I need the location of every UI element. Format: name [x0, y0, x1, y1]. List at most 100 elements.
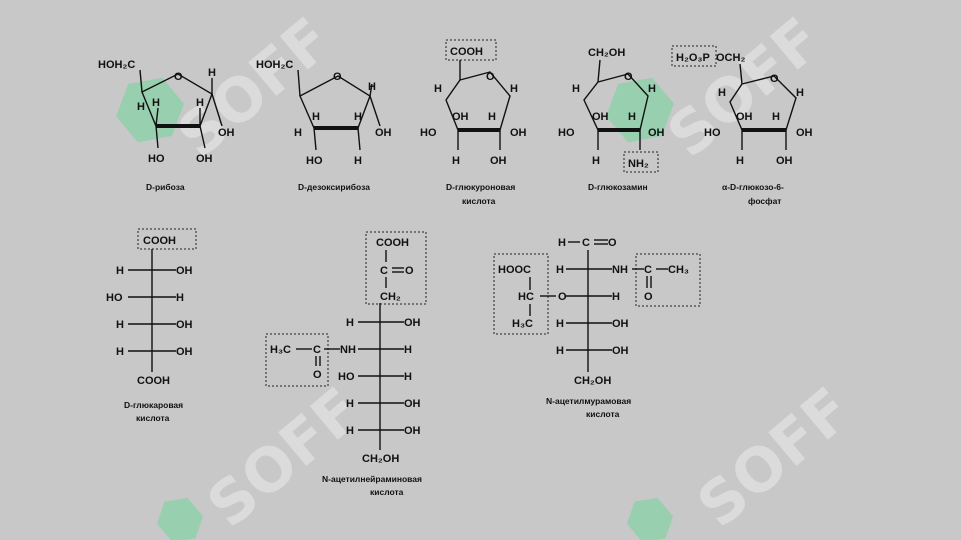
svg-text:OH: OH: [404, 425, 421, 437]
watermark-text: SOFF: [685, 375, 865, 540]
svg-text:CH₂: CH₂: [380, 291, 401, 303]
svg-text:O: O: [644, 291, 653, 303]
glucaric-structure: COOH H OH HO H H OH H OH COOH D-глюкаров…: [106, 228, 197, 423]
glucose-phosphate-structure: H₂O₃P OCH₂ O H H OH H HO OH H OH α-D-глю…: [671, 45, 813, 206]
svg-text:OH: OH: [648, 127, 665, 139]
svg-text:H: H: [346, 398, 354, 410]
svg-text:H: H: [354, 111, 362, 123]
svg-text:OCH₂: OCH₂: [716, 52, 745, 64]
ribose-caption: D-рибоза: [146, 182, 185, 192]
svg-text:N-ацетилнейраминовая: N-ацетилнейраминовая: [322, 474, 422, 484]
svg-text:HO: HO: [106, 292, 123, 304]
svg-text:H: H: [346, 425, 354, 437]
svg-text:CH₂OH: CH₂OH: [362, 453, 399, 465]
glucuronic-ring-structure: COOH O H H OH H HO OH H OH D-глюкуронова…: [420, 39, 527, 206]
deoxyribose-structure: HOH₂C O H OH H H H HO H D-дезоксирибоза: [256, 59, 392, 192]
svg-text:OH: OH: [490, 155, 507, 167]
muramic-structure: H C O H NH O H H OH H OH CH₂OH HOOC HC H…: [493, 237, 701, 419]
svg-text:OH: OH: [404, 398, 421, 410]
svg-text:OH: OH: [452, 111, 469, 123]
svg-text:H: H: [404, 371, 412, 383]
svg-text:HO: HO: [148, 153, 165, 165]
svg-text:H: H: [628, 111, 636, 123]
svg-text:CH₂OH: CH₂OH: [574, 375, 611, 387]
svg-text:COOH: COOH: [450, 46, 483, 58]
svg-text:H: H: [556, 318, 564, 330]
svg-text:O: O: [313, 369, 322, 381]
svg-text:H: H: [116, 346, 124, 358]
svg-text:OH: OH: [218, 127, 235, 139]
ribose-structure: HOH₂C O H OH H H H HO OH D-рибоза: [98, 59, 235, 192]
svg-text:H: H: [346, 317, 354, 329]
svg-text:O: O: [486, 71, 495, 83]
svg-text:O: O: [624, 71, 633, 83]
svg-text:OH: OH: [612, 318, 629, 330]
svg-text:кислота: кислота: [136, 413, 170, 423]
svg-text:H: H: [312, 111, 320, 123]
svg-text:C: C: [380, 265, 388, 277]
svg-text:HO: HO: [306, 155, 323, 167]
svg-text:OH: OH: [592, 111, 609, 123]
svg-text:H: H: [137, 101, 145, 113]
svg-text:HO: HO: [420, 127, 437, 139]
svg-text:H: H: [556, 264, 564, 276]
watermark-hex-icon: [626, 497, 674, 540]
svg-text:HC: HC: [518, 291, 534, 303]
svg-text:CH₂OH: CH₂OH: [588, 47, 625, 59]
svg-text:H: H: [294, 127, 302, 139]
svg-text:H: H: [572, 83, 580, 95]
svg-text:D-глюкаровая: D-глюкаровая: [124, 400, 183, 410]
svg-text:NH: NH: [340, 344, 356, 356]
watermark-text: SOFF: [655, 5, 835, 172]
svg-text:OH: OH: [404, 317, 421, 329]
ch2-group: HOH₂C: [98, 59, 135, 71]
svg-text:O: O: [608, 237, 617, 249]
svg-text:H: H: [488, 111, 496, 123]
svg-text:O: O: [770, 73, 779, 85]
watermark-hex-icon: [156, 497, 204, 540]
svg-text:H: H: [556, 345, 564, 357]
svg-text:HO: HO: [338, 371, 355, 383]
svg-text:HOOC: HOOC: [498, 264, 531, 276]
svg-text:OH: OH: [796, 127, 813, 139]
svg-text:H₃C: H₃C: [270, 344, 291, 356]
svg-text:H₃C: H₃C: [512, 318, 533, 330]
glucosamine-structure: CH₂OH O H H OH H HO OH H NH₂ D-глюкозами…: [558, 47, 665, 192]
svg-text:H: H: [176, 292, 184, 304]
svg-text:NH: NH: [612, 264, 628, 276]
svg-text:OH: OH: [176, 319, 193, 331]
svg-text:O: O: [405, 265, 414, 277]
svg-text:кислота: кислота: [586, 409, 620, 419]
svg-text:H: H: [354, 155, 362, 167]
svg-text:COOH: COOH: [376, 237, 409, 249]
svg-text:COOH: COOH: [137, 375, 170, 387]
svg-text:H: H: [558, 237, 566, 249]
svg-text:CH₃: CH₃: [668, 264, 689, 276]
svg-text:OH: OH: [612, 345, 629, 357]
svg-text:H: H: [772, 111, 780, 123]
svg-text:H: H: [612, 291, 620, 303]
svg-text:D-глюкуроновая: D-глюкуроновая: [446, 182, 515, 192]
svg-text:H: H: [434, 83, 442, 95]
svg-text:C: C: [582, 237, 590, 249]
svg-text:H₂O₃P: H₂O₃P: [676, 52, 710, 64]
svg-text:HOH₂C: HOH₂C: [256, 59, 293, 71]
svg-text:H: H: [196, 97, 204, 109]
svg-text:OH: OH: [776, 155, 793, 167]
svg-text:H: H: [648, 83, 656, 95]
svg-text:C: C: [313, 344, 321, 356]
svg-text:H: H: [116, 265, 124, 277]
svg-text:H: H: [796, 87, 804, 99]
svg-text:H: H: [510, 83, 518, 95]
svg-text:H: H: [208, 67, 216, 79]
svg-text:OH: OH: [375, 127, 392, 139]
svg-text:H: H: [404, 344, 412, 356]
svg-text:D-глюкозамин: D-глюкозамин: [588, 182, 648, 192]
watermark-group: SOFF SOFF SOFF SOFF: [116, 5, 865, 540]
svg-text:H: H: [592, 155, 600, 167]
ring-oxygen: O: [174, 71, 183, 83]
svg-text:OH: OH: [510, 127, 527, 139]
svg-text:COOH: COOH: [143, 235, 176, 247]
svg-text:OH: OH: [176, 265, 193, 277]
